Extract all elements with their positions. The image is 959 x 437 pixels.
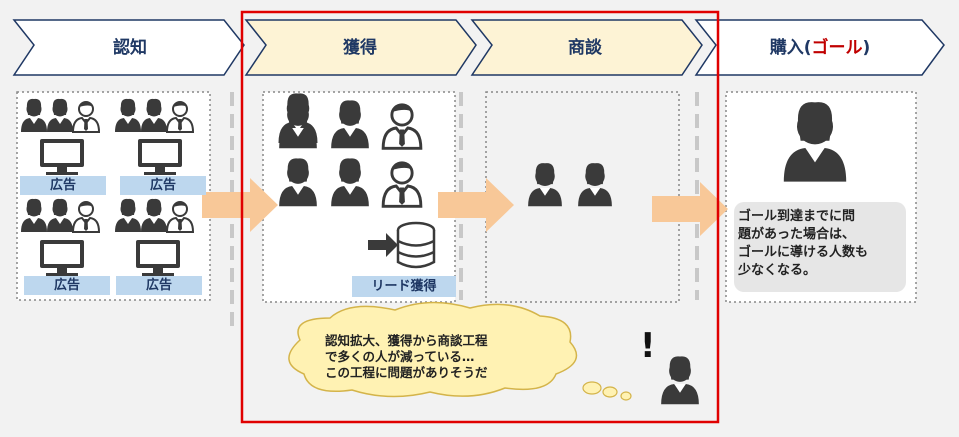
database-icon (368, 221, 436, 269)
exclamation-mark: ! (640, 326, 656, 366)
goal-note-line: 題があった場合は、 (738, 227, 856, 242)
thought-cloud (288, 301, 632, 401)
goal-note-line: ゴールに導ける人数も (738, 245, 869, 260)
person-icon (279, 100, 317, 149)
flow-arrow-3 (652, 182, 728, 236)
stage-chevron-purchase (694, 19, 945, 76)
person-icon (381, 161, 423, 208)
thinking-person-icon (661, 356, 699, 405)
ad-label: 広告 (120, 176, 206, 195)
stage-label-purchase-suffix: ) (862, 38, 871, 58)
person-icon (578, 163, 612, 207)
flow-arrow-2 (438, 178, 514, 232)
person-icon (331, 158, 369, 207)
flow-arrow-1 (202, 178, 278, 232)
highlight-frame (240, 10, 720, 424)
goal-note-box (734, 202, 906, 292)
goal-note-text: ゴール到達までに問 題があった場合は、 ゴールに導ける人数も 少なくなる。 (738, 208, 908, 280)
ad-label: 広告 (24, 276, 110, 295)
person-icon (381, 103, 423, 150)
stage-label-acquisition: 獲得 (343, 38, 377, 58)
stage-chevron-acquisition (244, 19, 477, 76)
stage-label-purchase-prefix: 購入( (769, 38, 812, 58)
goal-note-line: ゴール到達までに問 (738, 209, 856, 224)
stage-chevron-negotiation (470, 19, 703, 76)
stage-chevron-awareness (12, 19, 245, 76)
stage-label-awareness: 認知 (113, 38, 147, 58)
stage-label-negotiation: 商談 (568, 38, 602, 58)
person-icon (331, 100, 369, 149)
cloud-text-line: 認知拡大、獲得から商談工程 (325, 333, 488, 348)
ad-label: 広告 (116, 276, 202, 295)
person-icon (279, 158, 317, 207)
thought-cloud-text: 認知拡大、獲得から商談工程 で多くの人が減っている… この工程に問題がありそうだ (325, 333, 545, 381)
cloud-text-line: で多くの人が減っている… (325, 349, 475, 364)
lead-acquisition-label: リード獲得 (352, 276, 456, 297)
cloud-text-line: この工程に問題がありそうだ (325, 365, 488, 380)
person-icon (528, 163, 562, 207)
stage-label-purchase: 購入(ゴール) (720, 28, 920, 68)
ad-label: 広告 (20, 176, 106, 195)
goal-note-line: 少なくなる。 (738, 263, 817, 278)
stage-label-goal: ゴール (811, 38, 863, 58)
goal-person-icon (783, 102, 847, 182)
